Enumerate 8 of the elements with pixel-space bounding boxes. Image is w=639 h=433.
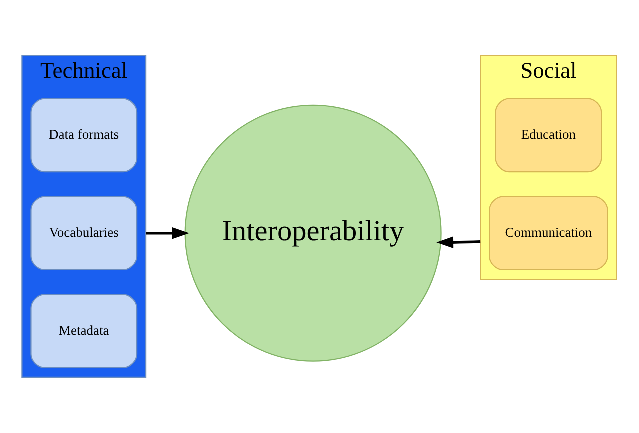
node-box: Communication xyxy=(489,196,608,271)
arrow xyxy=(146,227,190,240)
node-box: Metadata xyxy=(30,294,138,368)
node-circle: Interoperability xyxy=(184,104,442,362)
arrow xyxy=(436,236,481,248)
node-box: Education xyxy=(495,98,602,173)
node-box: Data formats xyxy=(30,98,138,173)
node-box: Vocabularies xyxy=(30,196,138,271)
